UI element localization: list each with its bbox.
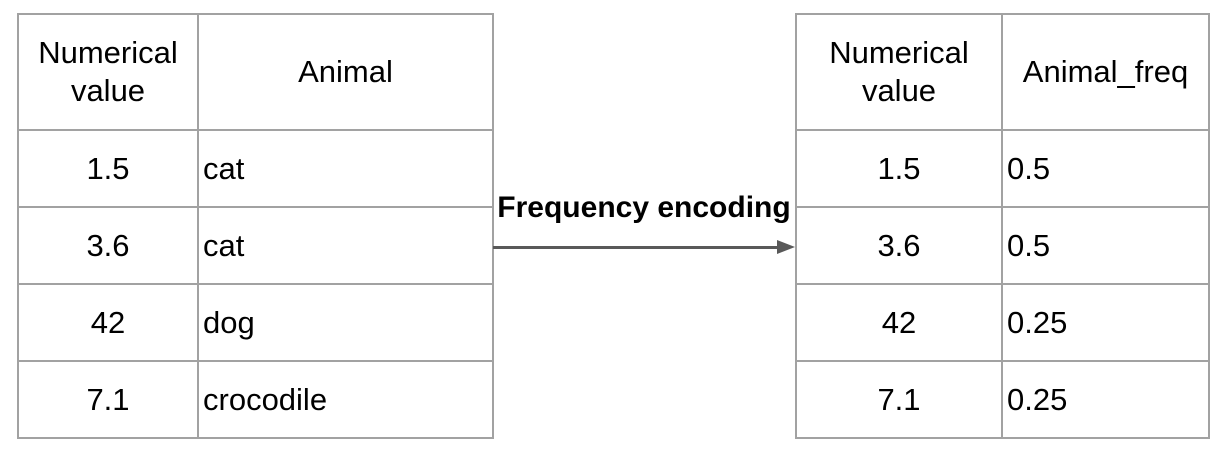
table-cell-animal-freq: 0.5	[1001, 129, 1210, 208]
table-cell-numerical-value: 42	[17, 283, 199, 362]
encoded-column-header-numerical-value: Numerical value	[795, 13, 1003, 131]
encoded-table: Numerical value Animal_freq 1.5 0.5 3.6 …	[795, 13, 1210, 439]
arrow-label: Frequency encoding	[497, 191, 791, 224]
table-row: 7.1 0.25	[795, 360, 1210, 439]
table-cell-animal-freq: 0.25	[1001, 360, 1210, 439]
table-row: 7.1 crocodile	[17, 360, 494, 439]
table-cell-numerical-value: 3.6	[795, 206, 1003, 285]
arrow-head-icon	[777, 240, 795, 254]
table-cell-numerical-value: 1.5	[795, 129, 1003, 208]
table-row: 1.5 0.5	[795, 129, 1210, 208]
table-cell-numerical-value: 1.5	[17, 129, 199, 208]
table-cell-animal: cat	[197, 129, 494, 208]
encoded-table-header-row: Numerical value Animal_freq	[795, 13, 1210, 131]
table-cell-numerical-value: 3.6	[17, 206, 199, 285]
table-cell-animal: crocodile	[197, 360, 494, 439]
table-cell-numerical-value: 7.1	[795, 360, 1003, 439]
encoded-column-header-animal-freq: Animal_freq	[1001, 13, 1210, 131]
source-table-header-row: Numerical value Animal	[17, 13, 494, 131]
table-row: 42 0.25	[795, 283, 1210, 362]
source-column-header-animal: Animal	[197, 13, 494, 131]
table-cell-animal-freq: 0.25	[1001, 283, 1210, 362]
table-row: 3.6 0.5	[795, 206, 1210, 285]
table-cell-numerical-value: 7.1	[17, 360, 199, 439]
arrow-line	[493, 246, 779, 249]
table-row: 42 dog	[17, 283, 494, 362]
table-cell-animal: cat	[197, 206, 494, 285]
table-row: 1.5 cat	[17, 129, 494, 208]
table-cell-animal: dog	[197, 283, 494, 362]
source-column-header-numerical-value: Numerical value	[17, 13, 199, 131]
source-table: Numerical value Animal 1.5 cat 3.6 cat 4…	[17, 13, 494, 439]
table-cell-animal-freq: 0.5	[1001, 206, 1210, 285]
table-row: 3.6 cat	[17, 206, 494, 285]
table-cell-numerical-value: 42	[795, 283, 1003, 362]
